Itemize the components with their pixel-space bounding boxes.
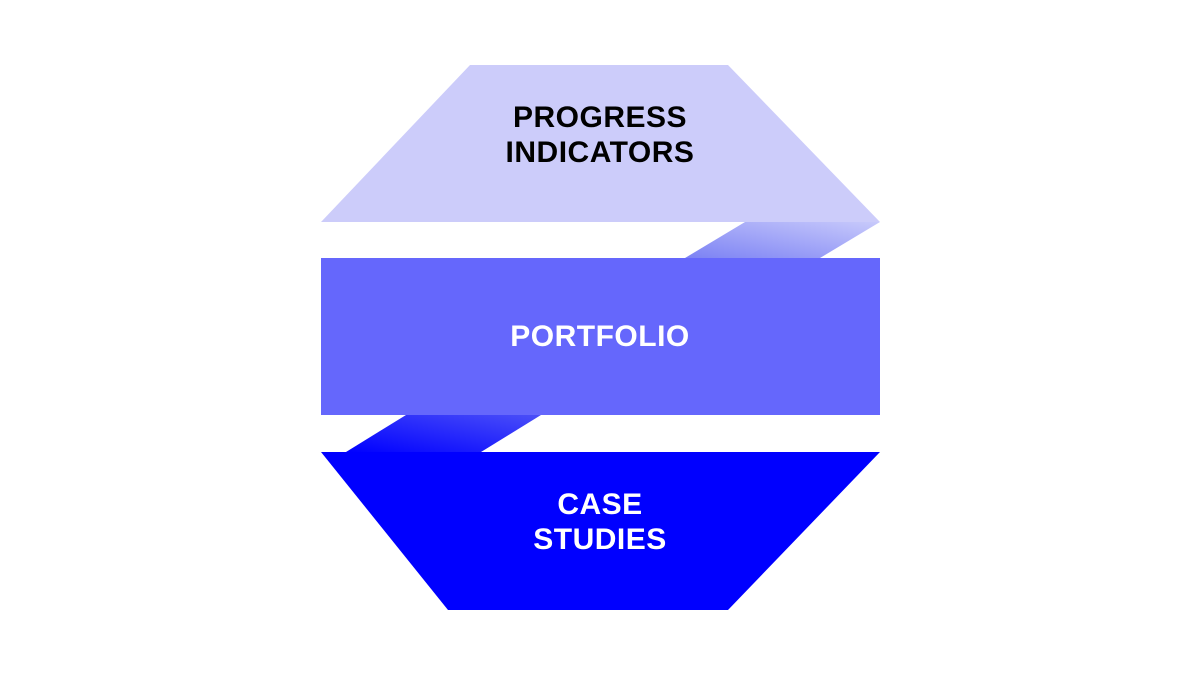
- connector-shape-top: [685, 222, 880, 258]
- stage-shape-case-studies: [321, 452, 880, 610]
- connector-shape-bottom: [346, 415, 541, 452]
- stage-shape-portfolio: [321, 258, 880, 415]
- stage-shape-progress-indicators: [321, 65, 880, 222]
